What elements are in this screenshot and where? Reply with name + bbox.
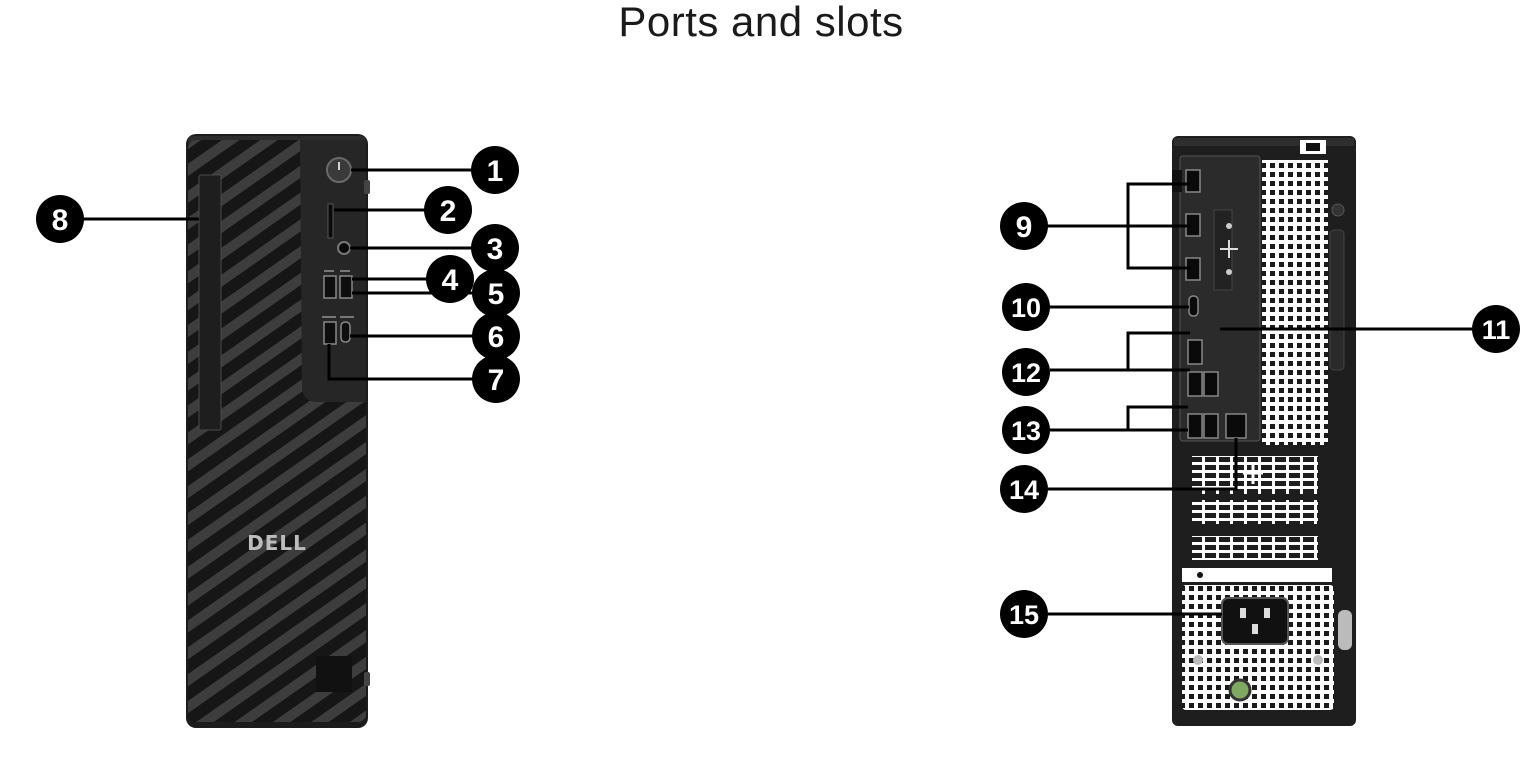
dell-logo: DELL <box>247 531 307 555</box>
usb-port-rear-4 <box>1187 413 1203 439</box>
callout-12: 12 <box>1002 348 1050 396</box>
svg-text:9: 9 <box>1016 211 1033 244</box>
svg-text:5: 5 <box>488 278 505 311</box>
svg-text:14: 14 <box>1009 475 1039 505</box>
callout-7: 7 <box>472 355 520 403</box>
usb-port-front-3 <box>323 321 337 345</box>
displayport-1 <box>1185 169 1201 193</box>
callout-10: 10 <box>1002 283 1050 331</box>
svg-text:6: 6 <box>488 321 505 354</box>
sd-card-slot <box>327 203 334 239</box>
svg-text:10: 10 <box>1011 293 1041 323</box>
usb-port-front-2 <box>339 275 353 299</box>
expansion-slot-3 <box>1192 536 1318 560</box>
rear-leader-lines <box>1045 182 1472 616</box>
callout-3: 3 <box>471 224 519 272</box>
psu-diagnostic-light <box>1228 678 1252 702</box>
usb-port-rear-3 <box>1203 371 1219 397</box>
page-title: Ports and slots <box>618 0 904 45</box>
audio-jack <box>337 241 351 255</box>
rear-view <box>1172 136 1356 726</box>
callouts: 1 2 3 4 5 6 7 8 9 10 11 12 13 14 15 <box>36 146 1520 638</box>
svg-text:13: 13 <box>1011 416 1041 446</box>
front-view: DELL <box>186 134 370 728</box>
svg-text:3: 3 <box>487 233 504 266</box>
callout-13: 13 <box>1002 406 1050 454</box>
rear-top-grille <box>1262 160 1328 445</box>
callout-15: 15 <box>1000 590 1048 638</box>
callout-8: 8 <box>36 195 84 243</box>
rear-chassis-edge <box>1174 138 1354 146</box>
callout-11: 11 <box>1472 305 1520 353</box>
usb-c-port-front <box>340 321 351 343</box>
callout-4: 4 <box>426 255 474 303</box>
power-supply <box>1182 585 1334 710</box>
svg-text:15: 15 <box>1009 600 1039 630</box>
callout-14: 14 <box>1000 465 1048 513</box>
front-leader-lines <box>82 168 478 381</box>
svg-text:12: 12 <box>1011 358 1041 388</box>
svg-text:11: 11 <box>1482 315 1511 345</box>
ethernet-port <box>1225 413 1247 439</box>
svg-text:4: 4 <box>442 264 459 297</box>
optical-drive-slot <box>198 174 222 431</box>
usb-c-port-rear <box>1188 295 1199 317</box>
svg-text:1: 1 <box>487 155 504 188</box>
usb-port-front-1 <box>323 275 337 299</box>
expansion-slot-2 <box>1192 500 1318 524</box>
callout-9: 9 <box>1000 202 1048 250</box>
callout-1: 1 <box>471 146 519 194</box>
callout-2: 2 <box>424 186 472 234</box>
usb-port-rear-2 <box>1187 371 1203 397</box>
svg-text:8: 8 <box>52 204 69 237</box>
usb-port-rear-1 <box>1187 339 1203 365</box>
usb-port-rear-5 <box>1203 413 1219 439</box>
svg-text:2: 2 <box>440 195 457 228</box>
front-badge <box>316 656 352 692</box>
power-connector <box>1221 597 1289 645</box>
callout-6: 6 <box>472 312 520 360</box>
svg-text:7: 7 <box>488 364 505 397</box>
callout-5: 5 <box>472 269 520 317</box>
